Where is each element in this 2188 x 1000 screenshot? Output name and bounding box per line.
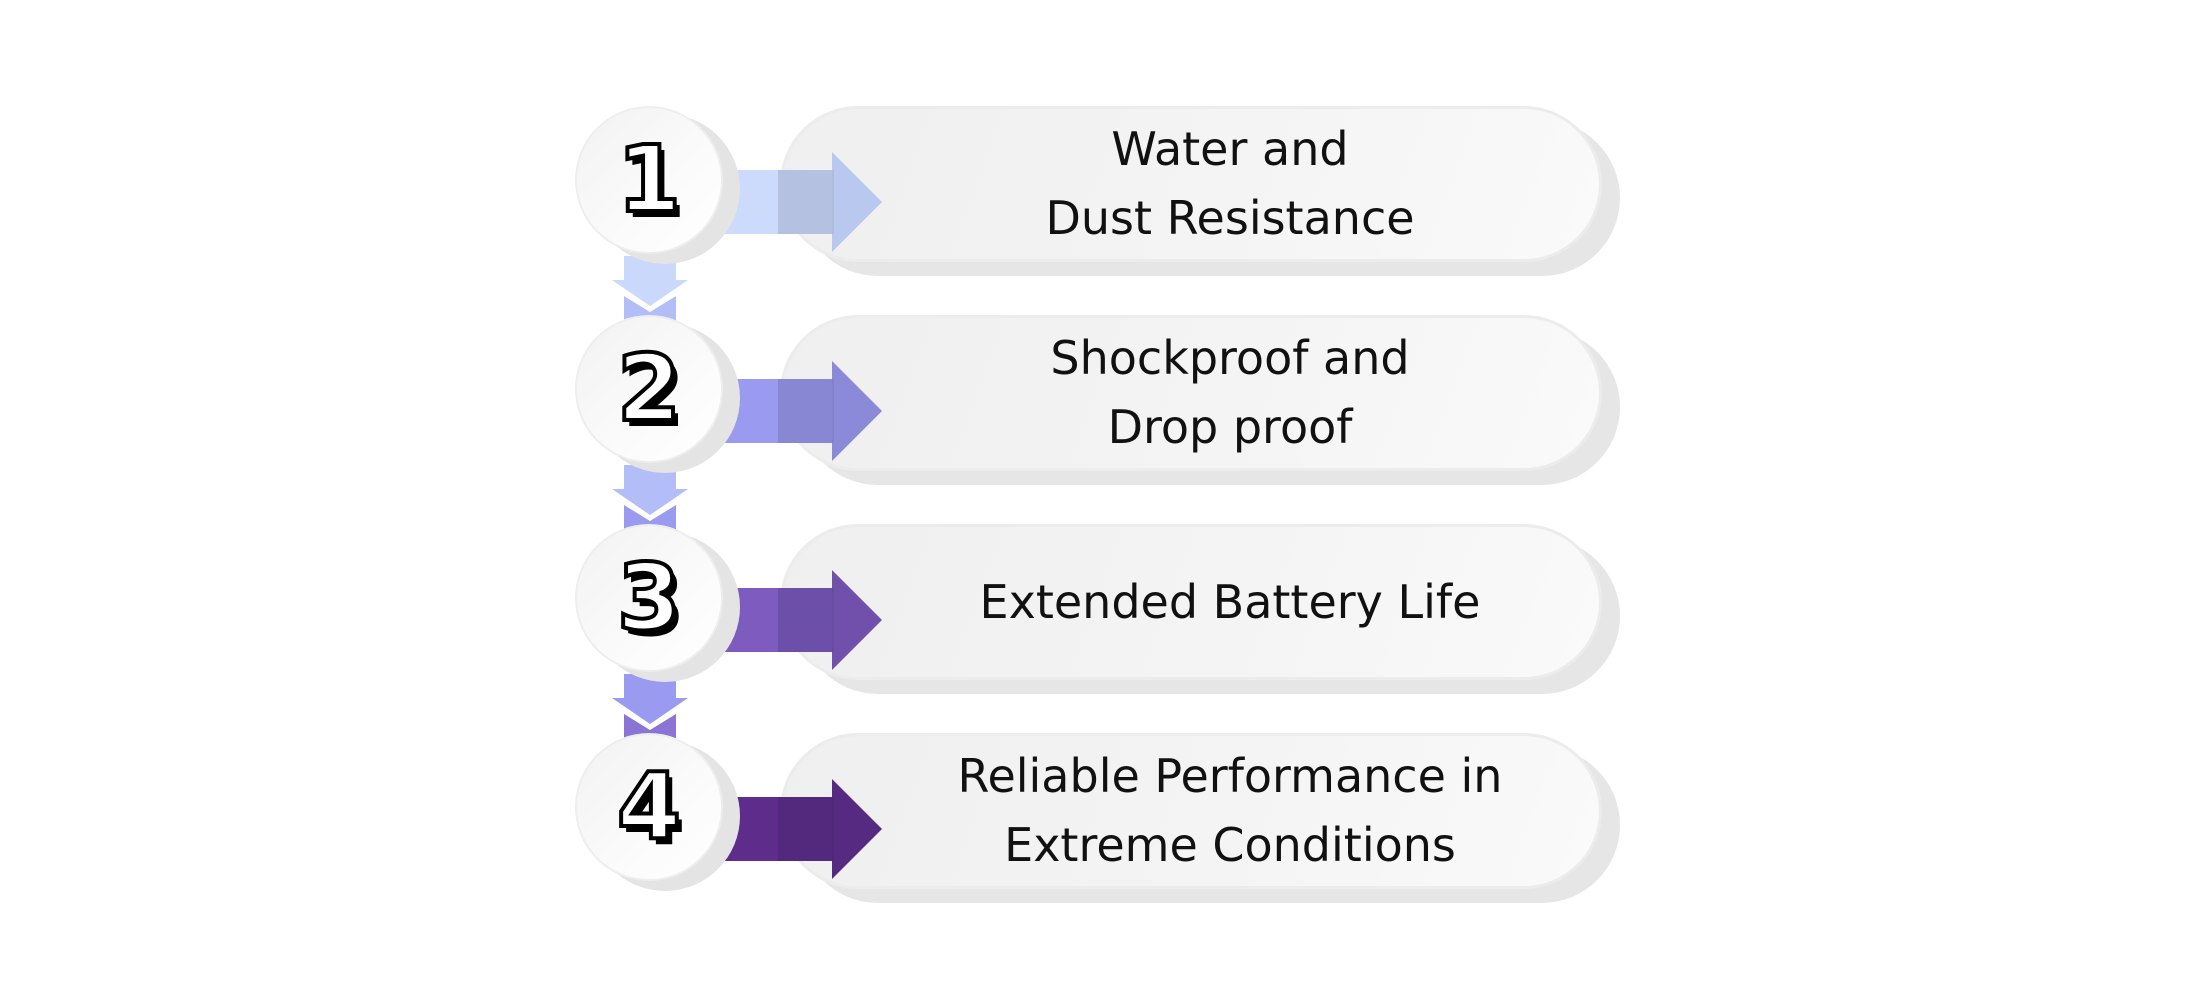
- step-number: 1: [615, 126, 683, 233]
- step-1: Water and Dust Resistance 1: [0, 106, 2188, 286]
- step-number-badge: 4: [575, 733, 723, 881]
- step-number-badge: 2: [575, 315, 723, 463]
- right-arrow-icon: [722, 779, 882, 879]
- step-number: 3: [615, 544, 683, 651]
- step-label: Water and Dust Resistance: [1045, 122, 1415, 245]
- right-arrow-icon: [722, 152, 882, 252]
- right-arrow-icon: [722, 361, 882, 461]
- step-4: Reliable Performance in Extreme Conditio…: [0, 733, 2188, 913]
- step-pill: [780, 106, 1602, 262]
- step-number-badge: 1: [575, 106, 723, 254]
- step-number: 2: [615, 335, 683, 442]
- right-arrow-icon: [722, 570, 882, 670]
- step-number: 4: [615, 753, 683, 860]
- step-label: Extended Battery Life: [979, 574, 1481, 629]
- step-pill: [780, 315, 1602, 471]
- step-pill: [780, 524, 1602, 680]
- step-3: Extended Battery Life 3: [0, 524, 2188, 704]
- step-2: Shockproof and Drop proof 2: [0, 315, 2188, 495]
- step-number-badge: 3: [575, 524, 723, 672]
- step-label: Reliable Performance in Extreme Conditio…: [957, 749, 1503, 872]
- step-pill: [780, 733, 1602, 889]
- step-label: Shockproof and Drop proof: [1050, 331, 1410, 454]
